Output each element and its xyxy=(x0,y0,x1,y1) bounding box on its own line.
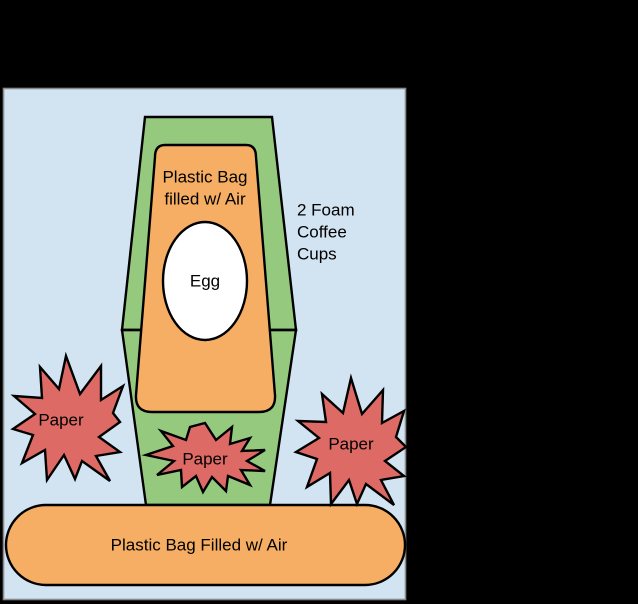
egg-label: Egg xyxy=(190,271,220,290)
inner-bag-label-line1: Plastic Bag xyxy=(162,167,247,186)
paper-left-label: Paper xyxy=(38,410,84,429)
foam-cups-label-line2: Coffee xyxy=(297,222,347,241)
paper-right-label: Paper xyxy=(328,434,374,453)
bottom-bag-label: Plastic Bag Filled w/ Air xyxy=(111,535,288,554)
inner-bag-label-line2: filled w/ Air xyxy=(164,189,246,208)
foam-cups-label-line1: 2 Foam xyxy=(297,200,355,219)
foam-cups-label-line3: Cups xyxy=(297,244,337,263)
paper-burst-middle-shape xyxy=(141,421,266,495)
paper-burst-left-shape xyxy=(10,351,126,484)
paper-middle-label: Paper xyxy=(182,449,228,468)
paper-burst-right-shape xyxy=(293,373,408,508)
egg-shape xyxy=(161,220,249,342)
bottom-plastic-bag-shape xyxy=(4,503,407,587)
